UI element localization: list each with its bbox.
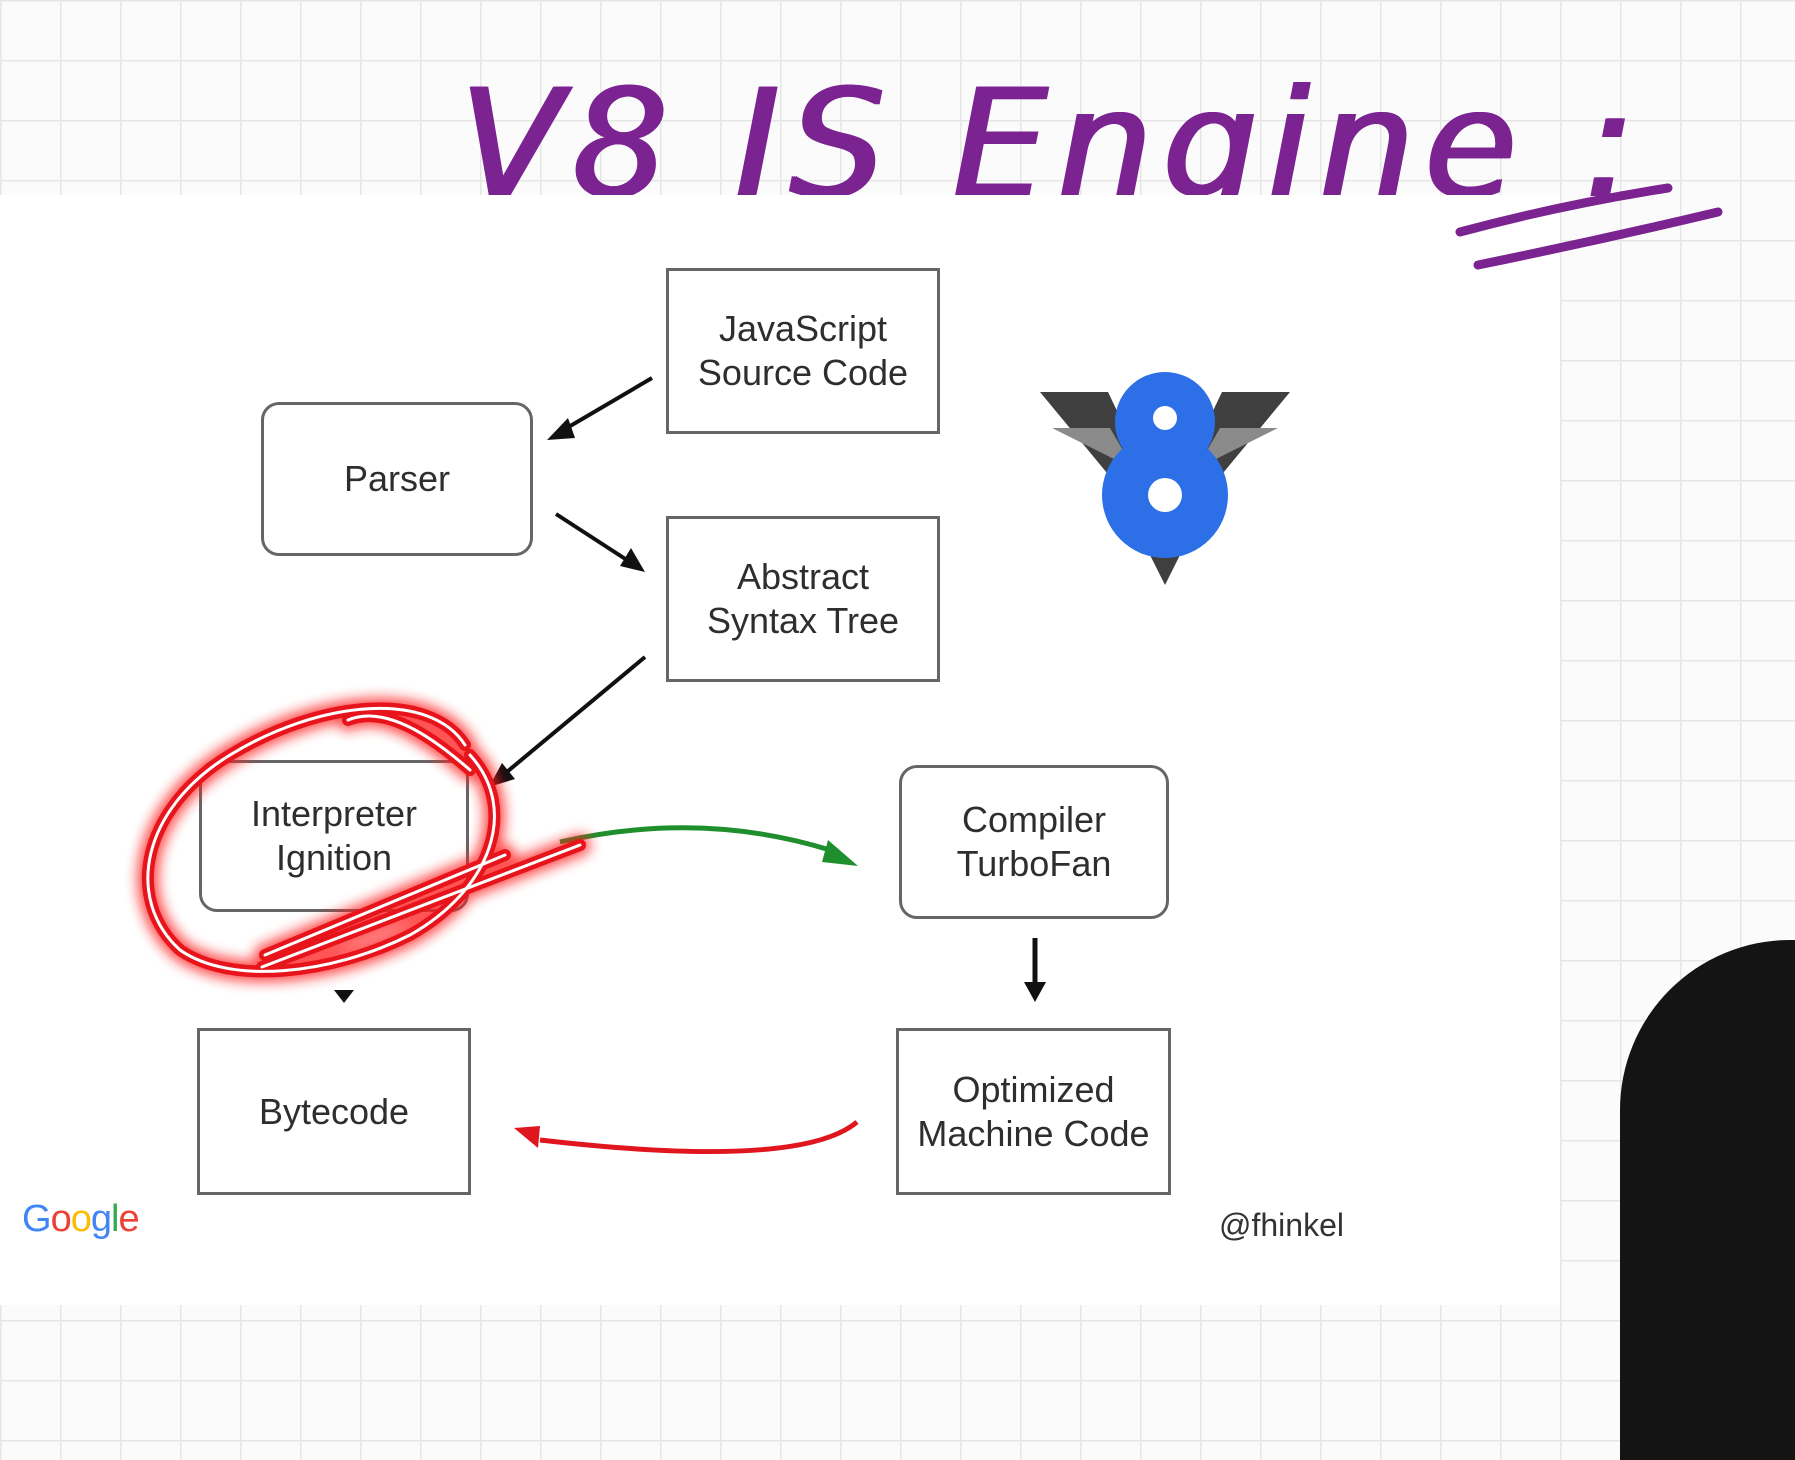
arrow-source-to-parser <box>547 376 654 440</box>
node-compiler-line2: TurboFan <box>956 843 1112 884</box>
title-underline-1 <box>1455 183 1673 237</box>
node-source-line1: JavaScript <box>718 308 888 349</box>
node-parser: Parser <box>261 402 533 556</box>
node-interpreter-line2: Ignition <box>275 837 393 878</box>
node-bytecode-label: Bytecode <box>258 1090 410 1132</box>
node-source-line2: Source Code <box>697 352 909 393</box>
author-handle: @fhinkel <box>1219 1207 1344 1243</box>
arrow-interpreter-to-bytecode <box>334 990 354 1003</box>
node-interpreter-line1: Interpreter <box>250 793 418 834</box>
arrow-optimized-to-bytecode <box>514 1120 859 1155</box>
node-ast-line2: Syntax Tree <box>706 600 900 641</box>
arrow-compiler-to-optimized <box>1024 938 1046 1002</box>
node-optimized-line2: Machine Code <box>917 1112 1150 1154</box>
node-optimized-line1: Optimized <box>952 1068 1115 1110</box>
v8-logo-icon <box>1040 372 1290 585</box>
red-annotation-circle <box>137 697 591 983</box>
arrow-ast-to-interpreter <box>489 655 647 787</box>
node-ast-line1: Abstract <box>736 556 870 597</box>
title-underline-2 <box>1473 207 1723 270</box>
node-compiler-line1: Compiler <box>961 799 1107 840</box>
google-logo: Google <box>22 1198 140 1240</box>
node-bytecode: Bytecode <box>197 1028 471 1195</box>
arrow-interpreter-to-compiler <box>559 825 858 866</box>
node-parser-label: Parser <box>343 458 451 499</box>
arrow-parser-to-ast <box>554 512 645 572</box>
diagram-overlay <box>137 183 1723 1155</box>
